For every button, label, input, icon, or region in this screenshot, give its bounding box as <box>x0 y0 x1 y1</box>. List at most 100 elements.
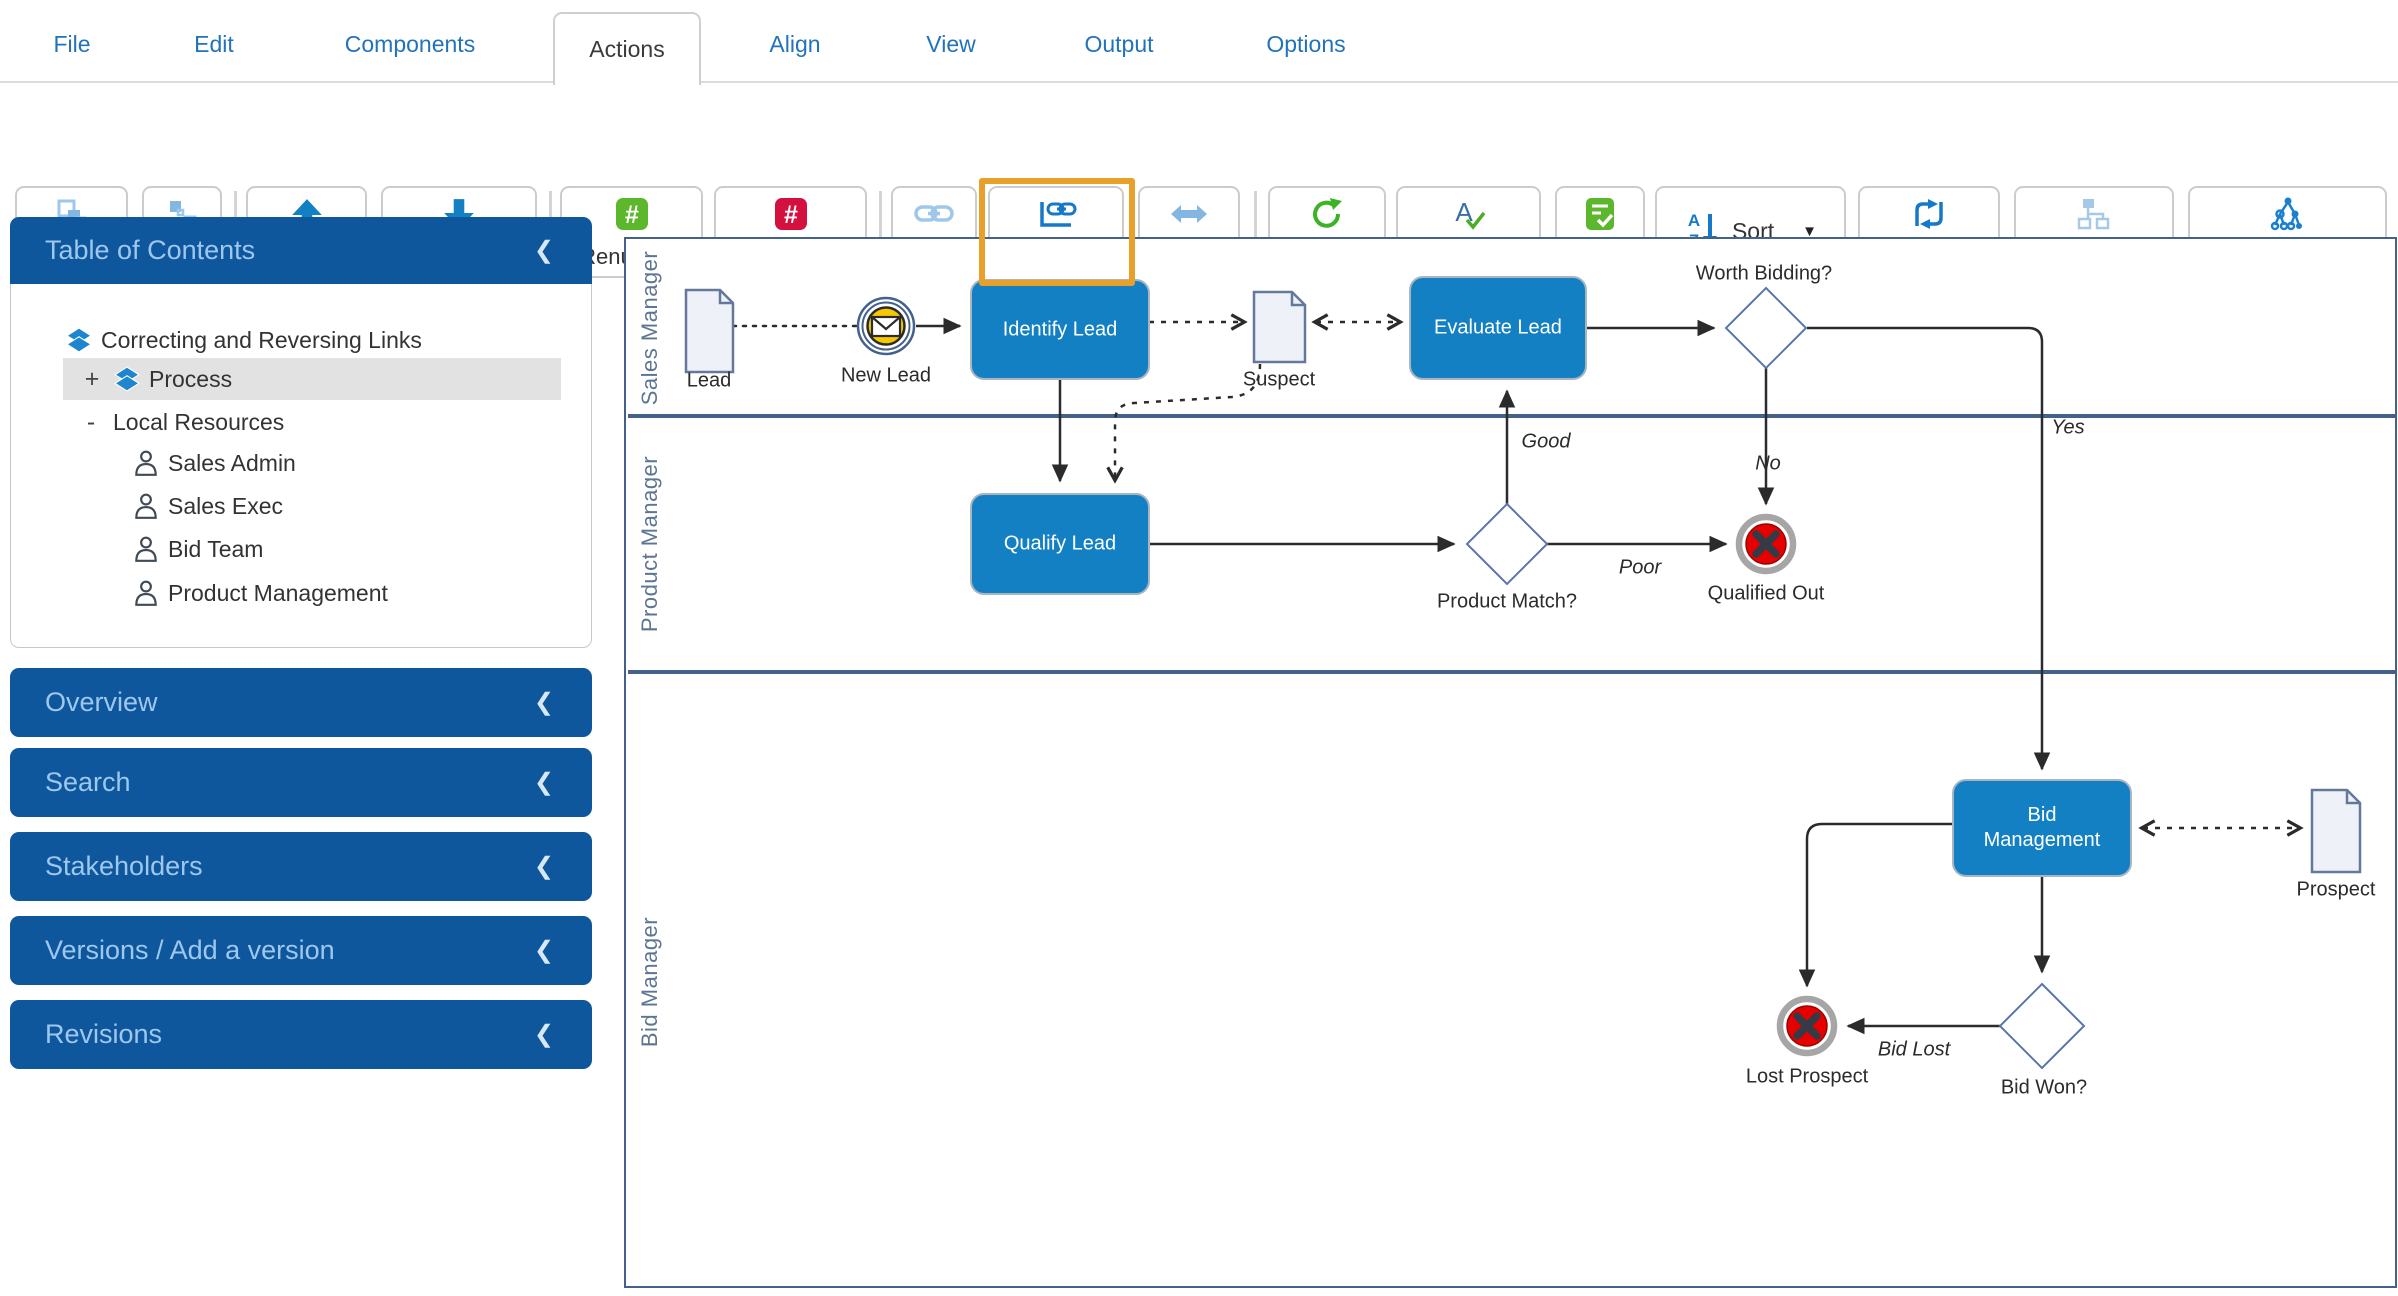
tab-align[interactable]: Align <box>769 31 821 57</box>
revisions-title: Revisions <box>45 1019 163 1049</box>
document-suspect[interactable] <box>1252 290 1307 364</box>
tree-item-local-resources[interactable]: - Local Resources <box>83 402 284 442</box>
tab-options[interactable]: Options <box>1266 31 1346 57</box>
flow-bid-management-to-lost-prospect[interactable] <box>1798 822 1953 988</box>
edge-label-poor: Poor <box>1618 556 1662 579</box>
task-bid-management[interactable] <box>1952 779 2132 877</box>
link-icon <box>913 195 955 238</box>
tree-item-label: Process <box>149 365 233 392</box>
toolbar: Forward Back Move up Move down # Renumbe… <box>0 83 2398 286</box>
expand-plus-icon[interactable]: + <box>84 364 100 393</box>
lane-label-product-manager: Product Manager <box>637 455 662 633</box>
layers-icon <box>114 366 140 392</box>
verify-checklist-icon <box>1581 195 1619 238</box>
tree-item-label: Sales Admin <box>168 449 296 476</box>
x-cross-icon <box>1752 530 1780 558</box>
panel-search[interactable]: Search ❮ <box>10 748 592 817</box>
refresh-icon <box>1308 195 1346 238</box>
label-bid-management: Bid Management <box>1983 804 2101 851</box>
label-qualified-out: Qualified Out <box>1707 582 1825 605</box>
message-envelope-icon <box>870 315 902 338</box>
link-all-icon <box>1035 195 1077 238</box>
tree-item-product-management[interactable]: Product Management <box>133 573 388 613</box>
spell-check-icon: A <box>1450 195 1488 238</box>
edge-label-no: No <box>1755 452 1781 475</box>
tree-item-label: Bid Team <box>168 535 264 562</box>
sort-label: Sort <box>1731 218 1775 244</box>
menu-bar: File Edit Components Actions Align View … <box>0 0 2398 85</box>
panel-revisions[interactable]: Revisions ❮ <box>10 1000 592 1069</box>
tree-item-sales-exec[interactable]: Sales Exec <box>133 486 283 526</box>
unnumber-hash-icon: # <box>772 195 810 238</box>
table-of-contents-body: Correcting and Reversing Links + Process… <box>10 284 592 648</box>
tab-view[interactable]: View <box>926 31 976 57</box>
menu-underline <box>0 81 2398 83</box>
collapse-chevron-icon[interactable]: ❮ <box>533 769 554 796</box>
collapse-chevron-icon[interactable]: ❮ <box>533 853 554 880</box>
table-of-contents-title: Table of Contents <box>45 235 256 265</box>
collapse-chevron-icon[interactable]: ❮ <box>533 1021 554 1048</box>
tab-output[interactable]: Output <box>1084 31 1154 57</box>
gateway-worth-bidding[interactable] <box>1724 286 1808 370</box>
person-icon <box>133 579 159 607</box>
document-prospect[interactable] <box>2310 788 2362 874</box>
tree-item-process[interactable]: + Process <box>63 358 561 400</box>
transform-arrows-icon <box>1909 195 1949 238</box>
document-lead[interactable] <box>684 288 735 374</box>
tab-components[interactable]: Components <box>344 31 476 57</box>
tab-actions-label: Actions <box>589 36 665 62</box>
edge-label-bid-lost: Bid Lost <box>1877 1038 1951 1061</box>
collapse-chevron-icon[interactable]: ❮ <box>533 937 554 964</box>
label-lost-prospect: Lost Prospect <box>1745 1065 1869 1088</box>
tab-edit[interactable]: Edit <box>194 31 234 57</box>
stakeholders-title: Stakeholders <box>45 851 203 881</box>
svg-text:#: # <box>625 201 639 229</box>
search-title: Search <box>45 767 131 797</box>
tree-item-correcting-and-reversing-links[interactable]: Correcting and Reversing Links <box>66 320 422 360</box>
tab-actions[interactable]: Actions <box>553 12 701 85</box>
layout-diagram-icon <box>2268 195 2308 238</box>
layers-icon <box>66 327 92 353</box>
toolbar-separator <box>1254 191 1257 273</box>
end-event-lost-prospect[interactable] <box>1776 995 1838 1057</box>
panel-stakeholders[interactable]: Stakeholders ❮ <box>10 832 592 901</box>
label-suspect: Suspect <box>1242 368 1316 391</box>
tree-item-label: Product Management <box>168 579 388 606</box>
label-qualify-lead: Qualify Lead <box>1003 532 1117 555</box>
move-down-icon <box>441 195 477 238</box>
task-evaluate-lead[interactable] <box>1409 276 1587 380</box>
sort-dropdown-caret-icon[interactable]: ▼ <box>1802 223 1818 240</box>
sub-process-icon <box>2075 195 2113 238</box>
person-icon <box>133 449 159 477</box>
end-event-qualified-out[interactable] <box>1735 513 1797 575</box>
tab-file[interactable]: File <box>53 31 91 57</box>
versions-title: Versions / Add a version <box>45 935 335 965</box>
task-qualify-lead[interactable] <box>970 493 1150 595</box>
label-identify-lead: Identify Lead <box>1002 318 1118 341</box>
collapse-chevron-icon[interactable]: ❮ <box>533 237 554 264</box>
panel-overview[interactable]: Overview ❮ <box>10 668 592 737</box>
tree-item-sales-admin[interactable]: Sales Admin <box>133 443 296 483</box>
collapse-chevron-icon[interactable]: ❮ <box>533 689 554 716</box>
diagram-canvas[interactable]: Sales Manager Product Manager Bid Manage… <box>624 237 2397 1288</box>
svg-text:#: # <box>784 201 798 229</box>
label-lead: Lead <box>686 369 732 392</box>
tree-item-bid-team[interactable]: Bid Team <box>133 529 263 569</box>
association-suspect-to-qualify-lead[interactable] <box>1115 363 1262 479</box>
panel-table-of-contents[interactable]: Table of Contents ❮ <box>10 217 592 284</box>
gateway-bid-won[interactable] <box>1998 982 2086 1070</box>
toolbar-separator <box>879 191 882 273</box>
renumber-hash-icon: # <box>613 195 651 238</box>
flow-yes-to-bid-management[interactable] <box>1807 326 2051 771</box>
start-event-new-lead[interactable] <box>856 296 916 356</box>
svg-text:A: A <box>1688 211 1700 230</box>
x-cross-icon <box>1793 1012 1821 1040</box>
label-evaluate-lead: Evaluate Lead <box>1434 316 1562 339</box>
edge-label-yes: Yes <box>2051 416 2085 439</box>
tree-item-label: Local Resources <box>113 408 285 435</box>
lane-label-bid-manager: Bid Manager <box>637 916 662 1048</box>
panel-versions[interactable]: Versions / Add a version ❮ <box>10 916 592 985</box>
gateway-product-match[interactable] <box>1465 502 1549 586</box>
label-prospect: Prospect <box>2296 878 2376 901</box>
collapse-minus-icon[interactable]: - <box>86 407 96 436</box>
